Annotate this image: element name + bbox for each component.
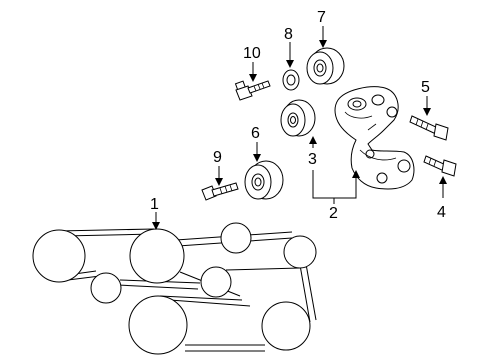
crankshaft-pulley bbox=[32, 229, 86, 283]
bolt-part-10 bbox=[234, 80, 271, 101]
callout-9: 9 bbox=[213, 149, 222, 166]
callout-3: 3 bbox=[308, 151, 317, 168]
tensioner-assembly-part-2 bbox=[334, 86, 415, 190]
callout-4: 4 bbox=[437, 204, 446, 221]
tensioner-pulley-lower bbox=[200, 266, 232, 298]
small-idler-pulley bbox=[90, 272, 122, 304]
callout-5: 5 bbox=[421, 79, 430, 96]
callout-10: 10 bbox=[243, 45, 261, 62]
pulley-part-6 bbox=[244, 160, 284, 200]
idler-pulley-part-7 bbox=[306, 47, 345, 85]
bolt-part-4 bbox=[423, 155, 457, 177]
bolt-part-9 bbox=[201, 182, 239, 201]
ac-compressor-pulley bbox=[261, 301, 311, 351]
callout-labels: 1 2 3 4 5 6 7 8 9 10 bbox=[150, 9, 446, 222]
callout-1: 1 bbox=[150, 196, 159, 213]
bolt-part-5 bbox=[409, 115, 449, 141]
leader-lines bbox=[152, 26, 447, 230]
callout-2: 2 bbox=[329, 205, 338, 222]
callout-8: 8 bbox=[284, 26, 293, 43]
idler-pulley-top bbox=[220, 222, 252, 254]
serpentine-belt-layout bbox=[32, 222, 317, 355]
callout-6: 6 bbox=[251, 125, 260, 142]
washer-part-8 bbox=[282, 69, 300, 91]
power-steering-pulley bbox=[283, 235, 317, 269]
callout-7: 7 bbox=[317, 9, 326, 26]
alternator-pulley bbox=[129, 228, 185, 284]
water-pump-pulley bbox=[128, 295, 188, 355]
pulley-part-3 bbox=[280, 99, 316, 137]
